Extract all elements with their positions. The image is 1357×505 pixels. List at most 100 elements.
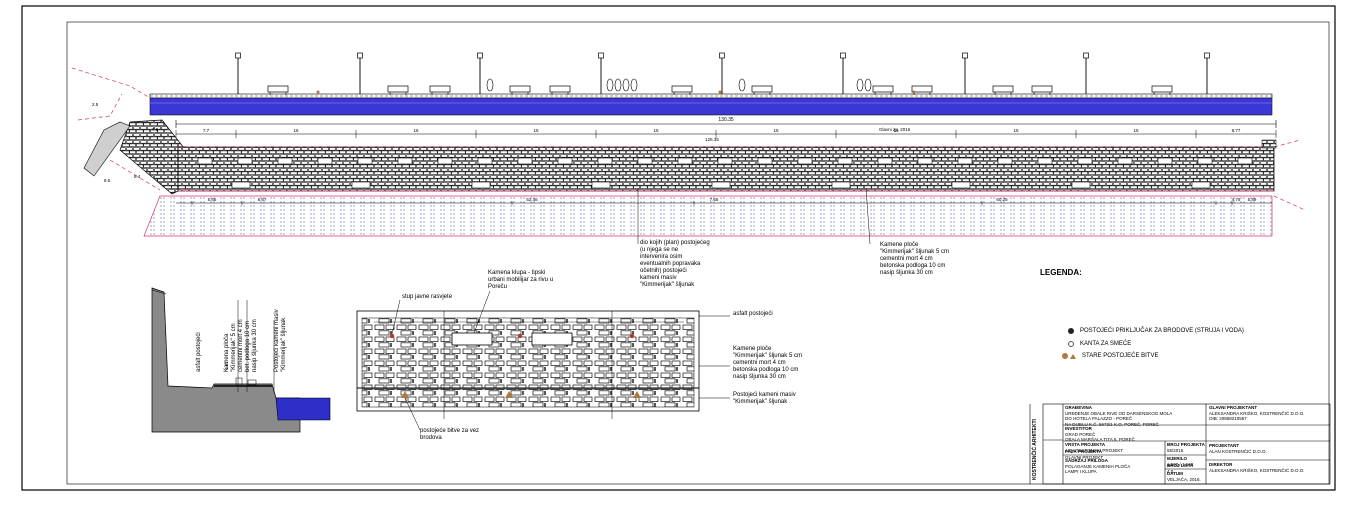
bench bbox=[911, 85, 933, 95]
street-lamp bbox=[357, 52, 363, 94]
plan-feature bbox=[231, 181, 251, 189]
plan-bench bbox=[437, 157, 453, 165]
plan-bench bbox=[917, 157, 933, 165]
bollard-triangle-icon bbox=[1070, 353, 1076, 359]
plan-bench bbox=[277, 157, 293, 165]
plan-bench bbox=[317, 157, 333, 165]
lower-dim-label: 4.76 bbox=[1232, 197, 1241, 202]
bench bbox=[1151, 85, 1173, 95]
plan-benches bbox=[197, 157, 1253, 189]
plan-bench bbox=[997, 157, 1013, 165]
street-lamps bbox=[235, 52, 1210, 94]
plan-bench bbox=[1237, 157, 1253, 165]
bench bbox=[992, 85, 1014, 95]
plan-bench bbox=[797, 157, 813, 165]
sea-band bbox=[149, 97, 1273, 116]
tree bbox=[630, 78, 638, 92]
lower-dim-label: 5.89 bbox=[1248, 197, 1257, 202]
detail-bollard-note: postojeće bitve za vez brodova bbox=[420, 428, 480, 441]
tree bbox=[856, 78, 864, 92]
sea-plan bbox=[143, 195, 1273, 237]
bollard-marker bbox=[718, 90, 722, 94]
sub-length: 125.35 bbox=[705, 137, 719, 142]
plan-bench bbox=[477, 157, 493, 165]
section-asphalt-note: asfalt postojeći bbox=[196, 332, 202, 372]
total-length: 130.35 bbox=[718, 117, 734, 123]
tb-chief: GLAVNI PROJEKTANT ALEKSANDRA KRIŠKO, KOS… bbox=[1209, 405, 1305, 421]
plan-feature bbox=[951, 181, 971, 189]
plan-feature bbox=[351, 181, 371, 189]
lower-dim-label: 7.65 bbox=[710, 197, 719, 202]
plan-bench bbox=[357, 157, 373, 165]
detail-plan bbox=[356, 290, 730, 431]
tb-date: DATUM VELJAČA, 2016. bbox=[1167, 471, 1201, 482]
plan-bench bbox=[1037, 157, 1053, 165]
plan-bench bbox=[237, 157, 253, 165]
left-gray-area bbox=[83, 121, 131, 177]
tb-firm: KOSTRENČIĆ ARHITEKTI bbox=[1032, 419, 1038, 480]
street-lamp bbox=[719, 52, 725, 94]
trees bbox=[316, 78, 916, 94]
plan-feature bbox=[471, 181, 491, 189]
section-existing-note: Postojeći kameni masiv "Kimmerijak" šlju… bbox=[274, 309, 287, 372]
bollard-marker bbox=[316, 90, 320, 94]
riva-elevation bbox=[149, 52, 1273, 116]
street-lamp bbox=[1204, 52, 1210, 94]
street-lamp bbox=[477, 52, 483, 94]
plan-feature bbox=[1071, 181, 1091, 189]
bench bbox=[509, 85, 531, 95]
trash-bin-icon bbox=[1068, 341, 1074, 347]
plan-bench bbox=[717, 157, 733, 165]
detail-lamp-note: stup javne rasvjete bbox=[402, 294, 453, 300]
detail-bench-1 bbox=[451, 332, 493, 346]
segment-label: 15 bbox=[773, 128, 779, 133]
side-dim-2: 7.5 bbox=[152, 127, 159, 132]
existing-state-note: dio kojih (plan) postojećeg (u njega se … bbox=[640, 240, 710, 288]
tb-designer: PROJEKTANT ALAN KOSTRENČIĆ D.O.O. bbox=[1209, 443, 1267, 454]
bench bbox=[267, 85, 289, 95]
cross-section: 4.67 bbox=[151, 287, 331, 433]
plan-bench bbox=[397, 157, 413, 165]
bench bbox=[872, 85, 894, 95]
tb-sheet: BROJ LISTA 4.0 bbox=[1167, 463, 1194, 474]
bench bbox=[1031, 85, 1053, 95]
side-dim-1: 2.5 bbox=[92, 102, 99, 107]
lower-dim-label: 8.67 bbox=[258, 197, 267, 202]
lower-dim-label: 52.46 bbox=[526, 197, 538, 202]
plan-bench bbox=[837, 157, 853, 165]
plan-bench bbox=[757, 157, 773, 165]
bollard-icon bbox=[1062, 353, 1068, 359]
street-lamp bbox=[962, 52, 968, 94]
tb-phase: FAZA PROJEKTA GLAVNI PROJEKT bbox=[1065, 449, 1104, 460]
title-block bbox=[1029, 403, 1331, 485]
plan-bench bbox=[1197, 157, 1213, 165]
legend-item-trash: KANTA ZA SMEĆE bbox=[1068, 341, 1131, 347]
plan-bench bbox=[597, 157, 613, 165]
legend-item-connection: POSTOJEĆI PRIKLJUČAK ZA BRODOVE (STRUJA … bbox=[1068, 328, 1244, 334]
detail-bench-note: Kamena klupa - tipski urbani mobilijar z… bbox=[488, 270, 554, 290]
plan-bench bbox=[637, 157, 653, 165]
section-dim: 4.67 bbox=[224, 361, 229, 370]
tb-director: DIREKTOR ALEKSANDRA KRIŠKO, KOSTRENČIĆ D… bbox=[1209, 462, 1305, 473]
segment-label: 15 bbox=[653, 128, 659, 133]
tree bbox=[486, 78, 494, 92]
legend-title: LEGENDA: bbox=[1040, 268, 1082, 277]
connection-icon bbox=[1068, 328, 1074, 334]
bench bbox=[429, 85, 451, 95]
bench bbox=[671, 85, 693, 95]
plan-bench bbox=[877, 157, 893, 165]
street-lamp bbox=[1083, 52, 1089, 94]
tb-building: GRAĐEVINA UREĐENJE OBALE RIVE OD DARSENS… bbox=[1065, 405, 1173, 427]
plan-feature bbox=[591, 181, 611, 189]
street-lamp bbox=[840, 52, 846, 94]
detail-layers-note: Kamene ploče "Kimmerijak" šljunak 5 cm c… bbox=[733, 346, 802, 380]
inner-frame bbox=[66, 21, 1330, 485]
street-lamp bbox=[598, 52, 604, 94]
detail-asphalt-note: asfalt postojeći bbox=[733, 311, 773, 317]
bench bbox=[387, 85, 409, 95]
overall-dimension: 130.35 bbox=[175, 117, 1277, 128]
plan-feature bbox=[1191, 181, 1211, 189]
